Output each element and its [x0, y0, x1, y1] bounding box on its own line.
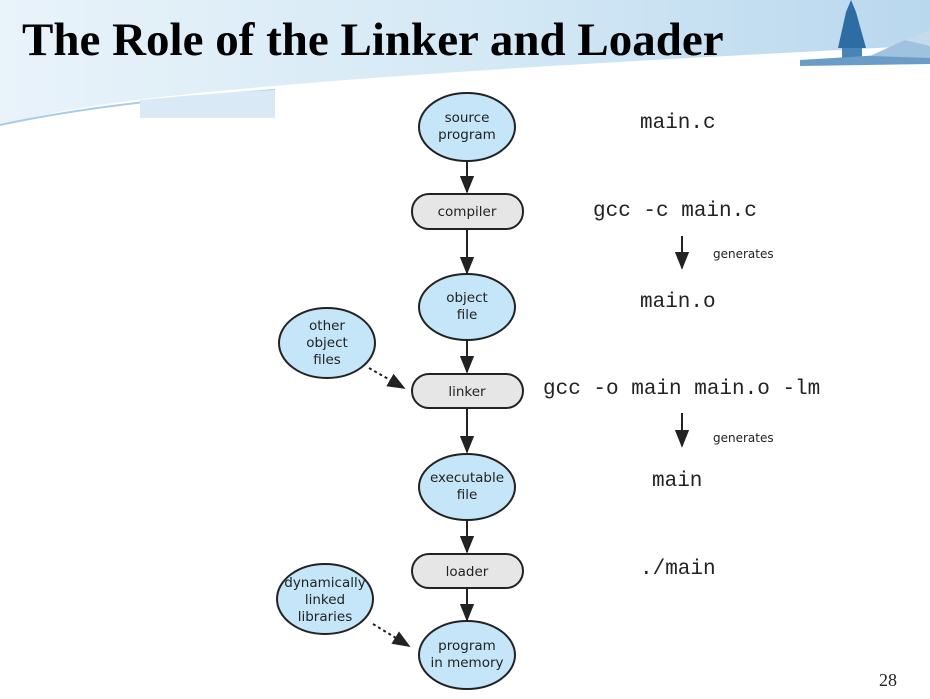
node-object-file: object file — [418, 273, 516, 341]
cmd-run: ./main — [640, 558, 716, 581]
cmd-compile: gcc -c main.c — [593, 200, 757, 223]
source-program-line-1: source — [445, 110, 490, 126]
node-other-object-files: other object files — [278, 307, 376, 379]
dll-line-2: linked — [305, 592, 345, 608]
page-number: 28 — [879, 670, 897, 690]
node-source-program: source program — [418, 92, 516, 162]
source-program-line-2: program — [438, 127, 496, 143]
node-executable-file: executable file — [418, 453, 516, 521]
other-object-files-line-1: other — [309, 318, 345, 334]
other-object-files-line-3: files — [313, 352, 341, 368]
cmd-object: main.o — [640, 291, 716, 314]
generates-label-1: generates — [713, 247, 774, 261]
slide-title: The Role of the Linker and Loader — [22, 14, 724, 66]
node-linker: linker — [411, 373, 524, 409]
linker-label: linker — [448, 384, 486, 400]
executable-file-line-2: file — [457, 487, 478, 503]
object-file-line-2: file — [457, 307, 478, 323]
node-compiler: compiler — [411, 193, 524, 230]
church-illustration-icon — [800, 0, 930, 66]
node-loader: loader — [411, 553, 524, 589]
node-program-in-memory: program in memory — [418, 620, 516, 690]
dll-line-1: dynamically — [284, 575, 365, 591]
node-dynamically-linked-libraries: dynamically linked libraries — [276, 563, 374, 635]
dll-line-3: libraries — [298, 609, 353, 625]
loader-label: loader — [446, 564, 489, 580]
executable-file-line-1: executable — [430, 470, 504, 486]
header-banner — [0, 0, 930, 126]
compiler-label: compiler — [438, 204, 497, 220]
generates-label-2: generates — [713, 431, 774, 445]
program-in-memory-line-2: in memory — [430, 655, 503, 671]
program-in-memory-line-1: program — [438, 638, 496, 654]
other-object-files-line-2: object — [306, 335, 348, 351]
dashed-arrow-libraries-to-memory — [372, 623, 411, 647]
cmd-executable: main — [652, 470, 702, 493]
cmd-source: main.c — [640, 112, 716, 135]
dashed-arrow-objects-to-linker — [368, 367, 406, 389]
cmd-link: gcc -o main main.o -lm — [543, 378, 820, 401]
object-file-line-1: object — [446, 290, 488, 306]
